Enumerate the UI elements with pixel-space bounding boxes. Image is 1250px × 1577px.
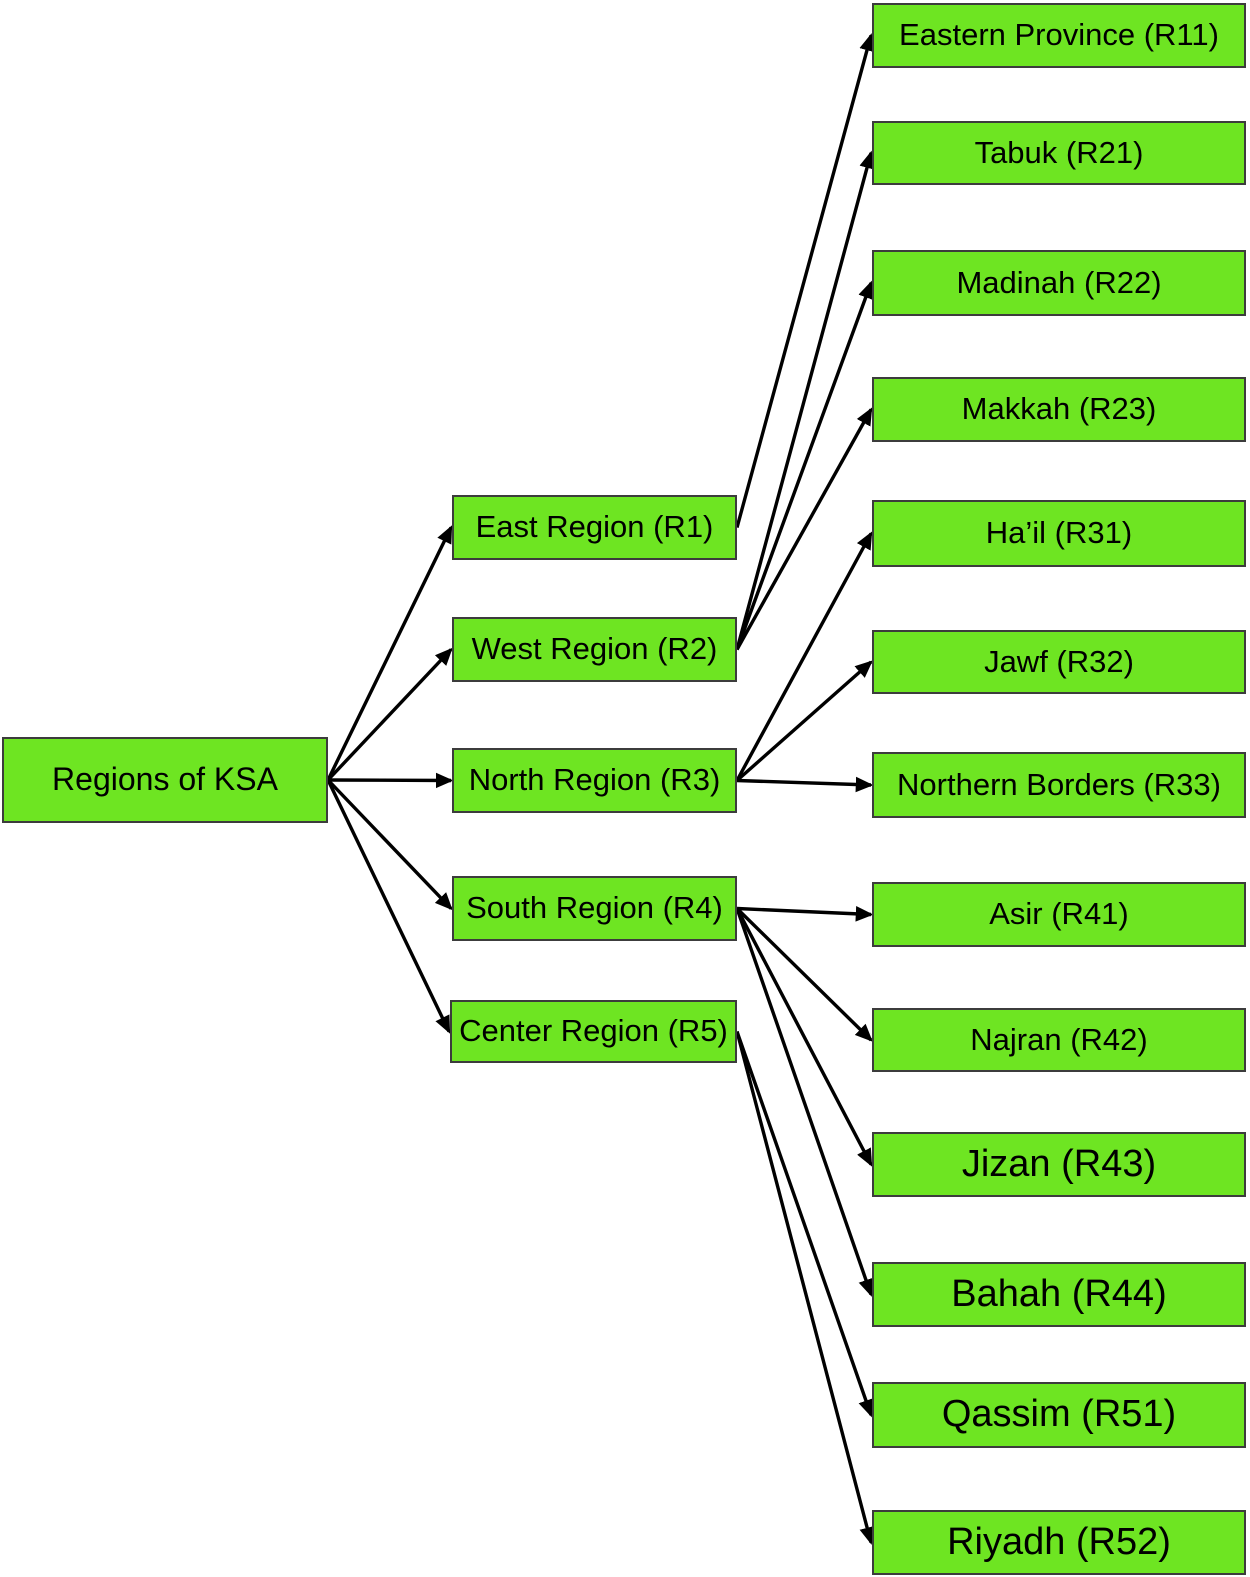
node-r31: Ha’il (R31)	[872, 500, 1246, 567]
node-label-r3: North Region (R3)	[468, 762, 721, 798]
node-r23: Makkah (R23)	[872, 377, 1246, 442]
node-label-r2: West Region (R2)	[471, 631, 718, 667]
node-label-r42: Najran (R42)	[970, 1021, 1148, 1057]
node-label-r11: Eastern Province (R11)	[899, 17, 1219, 53]
edge-root-r3	[327, 772, 454, 789]
node-r41: Asir (R41)	[872, 882, 1246, 947]
node-r52: Riyadh (R52)	[872, 1510, 1246, 1575]
node-label-r52: Riyadh (R52)	[947, 1520, 1171, 1563]
edge-r5-r51	[735, 1030, 874, 1418]
edge-root-r1	[326, 525, 453, 781]
node-r3: North Region (R3)	[452, 748, 737, 813]
edge-root-r4	[326, 778, 453, 911]
node-label-r21: Tabuk (R21)	[974, 134, 1144, 170]
edge-r3-r31	[735, 531, 873, 782]
edge-r4-r43	[735, 907, 873, 1167]
node-label-r41: Asir (R41)	[989, 896, 1129, 932]
node-label-r4: South Region (R4)	[466, 890, 723, 926]
node-r32: Jawf (R32)	[872, 630, 1246, 694]
edge-root-r2	[326, 647, 453, 782]
node-label-r31: Ha’il (R31)	[985, 515, 1133, 551]
node-r5: Center Region (R5)	[450, 1000, 737, 1063]
node-r44: Bahah (R44)	[872, 1262, 1246, 1327]
node-label-r33: Northern Borders (R33)	[897, 766, 1221, 802]
node-r4: South Region (R4)	[452, 876, 737, 941]
node-r22: Madinah (R22)	[872, 250, 1246, 316]
edges-group	[326, 33, 875, 1545]
node-r51: Qassim (R51)	[872, 1382, 1246, 1448]
node-label-r5: Center Region (R5)	[459, 1013, 728, 1049]
node-label-r1: East Region (R1)	[475, 509, 714, 545]
edge-r2-r23	[735, 407, 873, 651]
edge-r3-r32	[735, 660, 873, 782]
node-r2: West Region (R2)	[452, 617, 737, 682]
node-label-r22: Madinah (R22)	[956, 264, 1162, 300]
node-label-r44: Bahah (R44)	[951, 1272, 1167, 1315]
node-root: Regions of KSA	[2, 737, 328, 823]
edge-r3-r33	[736, 776, 874, 793]
edge-r2-r22	[735, 280, 874, 651]
node-label-r23: Makkah (R23)	[961, 391, 1157, 427]
node-r42: Najran (R42)	[872, 1008, 1246, 1072]
node-r43: Jizan (R43)	[872, 1132, 1246, 1197]
node-label-r32: Jawf (R32)	[984, 643, 1134, 679]
node-r1: East Region (R1)	[452, 495, 737, 560]
edge-r2-r21	[735, 150, 875, 650]
edge-root-r5	[326, 779, 451, 1034]
node-label-r43: Jizan (R43)	[961, 1142, 1157, 1185]
edge-r4-r42	[735, 907, 873, 1042]
node-label-r51: Qassim (R51)	[941, 1393, 1177, 1436]
node-r11: Eastern Province (R11)	[872, 3, 1246, 68]
node-label-root: Regions of KSA	[52, 761, 278, 798]
edge-r4-r41	[736, 906, 874, 922]
node-r21: Tabuk (R21)	[872, 121, 1246, 185]
node-r33: Northern Borders (R33)	[872, 752, 1246, 818]
edge-r4-r44	[735, 907, 874, 1297]
edge-r5-r52	[735, 1031, 875, 1545]
edge-r1-r11	[735, 33, 875, 528]
